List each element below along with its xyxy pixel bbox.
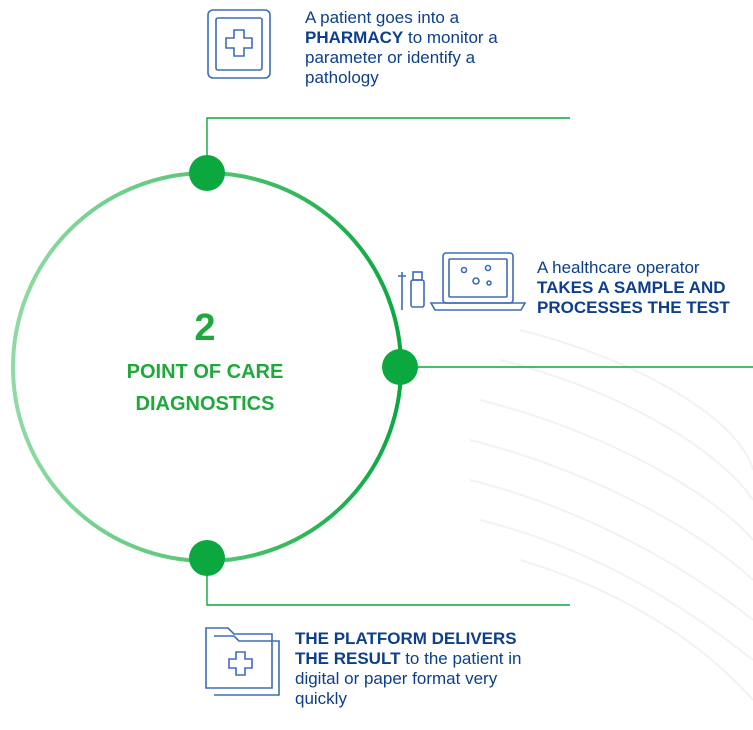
lab-test-laptop-icon [398, 252, 527, 311]
step-1-text-bold: PHARMACY [305, 28, 404, 47]
connector-line-step-1 [206, 117, 570, 172]
step-1-text-post: to monitor a parameter or identify a pat… [305, 28, 498, 87]
step-2-text-pre: A healthcare operator [537, 258, 700, 277]
step-2-text-bold: TAKES A SAMPLE AND PROCESSES THE TEST [537, 278, 730, 317]
center-title-line-1: POINT OF CARE [126, 361, 284, 383]
step-2-node [382, 349, 418, 385]
step-1-node [189, 155, 225, 191]
connector-line-step-3 [206, 558, 570, 606]
center-title-line-2: DIAGNOSTICS [135, 393, 275, 415]
step-number: 2 [194, 307, 216, 349]
step-1-description: A patient goes into a PHARMACY to monito… [305, 8, 545, 88]
pharmacy-cross-icon [207, 9, 271, 79]
step-3-node [189, 540, 225, 576]
step-1-text-pre: A patient goes into a [305, 8, 460, 27]
step-3-text-bold: THE PLATFORM DELIVERS THE RESULT [295, 629, 517, 668]
step-2-description: A healthcare operator TAKES A SAMPLE AND… [537, 258, 737, 318]
medical-folder-icon [205, 627, 280, 696]
center-title: POINT OF CARE DIAGNOSTICS [0, 356, 410, 420]
step-3-description: THE PLATFORM DELIVERS THE RESULT to the … [295, 629, 545, 709]
step-3-text-post: to the patient in digital or paper forma… [295, 649, 522, 708]
